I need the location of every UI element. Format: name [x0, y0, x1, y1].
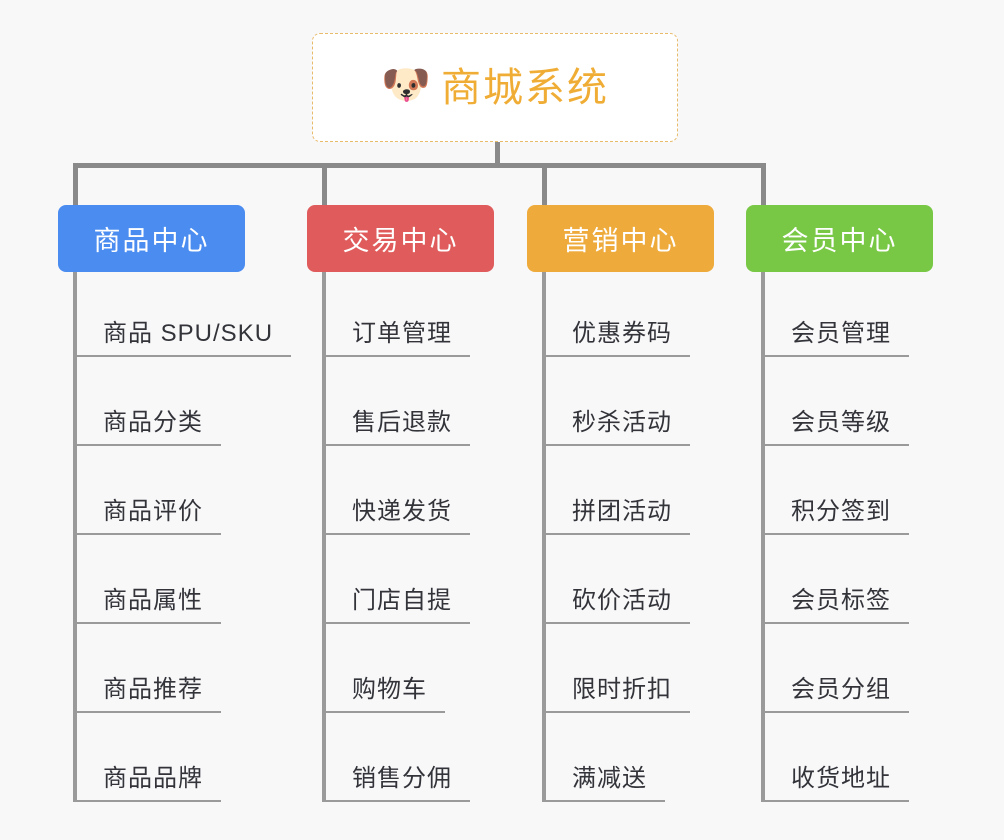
- leaf-item-label: 砍价活动: [572, 587, 672, 614]
- leaf-underline: 快递发货: [322, 497, 470, 535]
- leaf-item-label: 门店自提: [352, 587, 452, 614]
- leaf-item-label: 会员等级: [791, 409, 891, 436]
- category-header-label: 交易中心: [342, 226, 459, 256]
- leaf-underline: 收货地址: [761, 764, 909, 802]
- leaf-item-label: 限时折扣: [572, 676, 672, 703]
- leaf-underline: 商品评价: [73, 497, 221, 535]
- leaf-underline: 门店自提: [322, 586, 470, 624]
- leaf-item-label: 拼团活动: [572, 498, 672, 525]
- root-stem-connector: [495, 142, 500, 168]
- horizontal-bus-connector: [73, 163, 766, 168]
- leaf-item-label: 商品推荐: [103, 676, 203, 703]
- leaf-underline: 商品分类: [73, 408, 221, 446]
- drop-connector-product-center: [73, 163, 78, 205]
- category-header-member-center[interactable]: 会员中心: [746, 205, 933, 272]
- leaf-item-label: 快递发货: [352, 498, 452, 525]
- leaf-underline: 秒杀活动: [542, 408, 690, 446]
- leaf-underline: 商品品牌: [73, 764, 221, 802]
- category-header-product-center[interactable]: 商品中心: [58, 205, 245, 272]
- leaf-item-label: 商品评价: [103, 498, 203, 525]
- category-header-marketing-center[interactable]: 营销中心: [527, 205, 714, 272]
- leaf-underline: 限时折扣: [542, 675, 690, 713]
- leaf-underline: 销售分佣: [322, 764, 470, 802]
- column-trunk-member-center: [761, 272, 765, 800]
- leaf-underline: 积分签到: [761, 497, 909, 535]
- leaf-underline: 拼团活动: [542, 497, 690, 535]
- leaf-underline: 会员标签: [761, 586, 909, 624]
- drop-connector-trade-center: [322, 163, 327, 205]
- drop-connector-marketing-center: [542, 163, 547, 205]
- leaf-item-label: 订单管理: [352, 320, 452, 347]
- leaf-item-label: 会员标签: [791, 587, 891, 614]
- category-header-label: 商品中心: [93, 226, 210, 256]
- leaf-underline: 优惠券码: [542, 319, 690, 357]
- leaf-item-label: 销售分佣: [352, 765, 452, 792]
- leaf-item-label: 商品 SPU/SKU: [103, 320, 274, 347]
- leaf-item-label: 售后退款: [352, 409, 452, 436]
- category-header-label: 会员中心: [781, 226, 898, 256]
- category-column-marketing-center: 营销中心优惠券码秒杀活动拼团活动砍价活动限时折扣满减送: [527, 205, 714, 802]
- drop-connector-member-center: [761, 163, 766, 205]
- leaf-item-label: 商品属性: [103, 587, 203, 614]
- leaf-underline: 商品推荐: [73, 675, 221, 713]
- category-column-product-center: 商品中心商品 SPU/SKU 商品分类商品评价商品属性商品推荐商品品牌: [58, 205, 292, 802]
- leaf-underline: 商品 SPU/SKU: [73, 319, 292, 357]
- leaf-item-label: 商品分类: [103, 409, 203, 436]
- leaf-item-label: 满减送: [572, 765, 647, 792]
- leaf-underline: 满减送: [542, 764, 665, 802]
- leaf-underline: 会员等级: [761, 408, 909, 446]
- leaf-underline: 会员管理: [761, 319, 909, 357]
- column-trunk-marketing-center: [542, 272, 546, 800]
- leaf-underline: 售后退款: [322, 408, 470, 446]
- leaf-item-label: 积分签到: [791, 498, 891, 525]
- column-trunk-trade-center: [322, 272, 326, 800]
- leaf-item-label: 秒杀活动: [572, 409, 672, 436]
- leaf-underline: 砍价活动: [542, 586, 690, 624]
- leaf-item-label: 商品品牌: [103, 765, 203, 792]
- leaf-item-label: 会员分组: [791, 676, 891, 703]
- leaf-underline: 购物车: [322, 675, 445, 713]
- category-column-trade-center: 交易中心订单管理售后退款快递发货门店自提购物车销售分佣: [307, 205, 494, 802]
- category-column-member-center: 会员中心会员管理会员等级积分签到会员标签会员分组收货地址: [746, 205, 933, 802]
- leaf-underline: 商品属性: [73, 586, 221, 624]
- leaf-item-label: 购物车: [352, 676, 427, 703]
- leaf-underline: 订单管理: [322, 319, 470, 357]
- leaf-underline: 会员分组: [761, 675, 909, 713]
- leaf-item-label: 收货地址: [791, 765, 891, 792]
- dog-face-icon: 🐶: [381, 62, 431, 107]
- column-trunk-product-center: [73, 272, 77, 800]
- category-header-trade-center[interactable]: 交易中心: [307, 205, 494, 272]
- root-title: 商城系统: [441, 65, 609, 110]
- leaf-item-label: 优惠券码: [572, 320, 672, 347]
- category-header-label: 营销中心: [562, 226, 679, 256]
- root-node[interactable]: 🐶 商城系统: [312, 33, 678, 142]
- leaf-item-label: 会员管理: [791, 320, 891, 347]
